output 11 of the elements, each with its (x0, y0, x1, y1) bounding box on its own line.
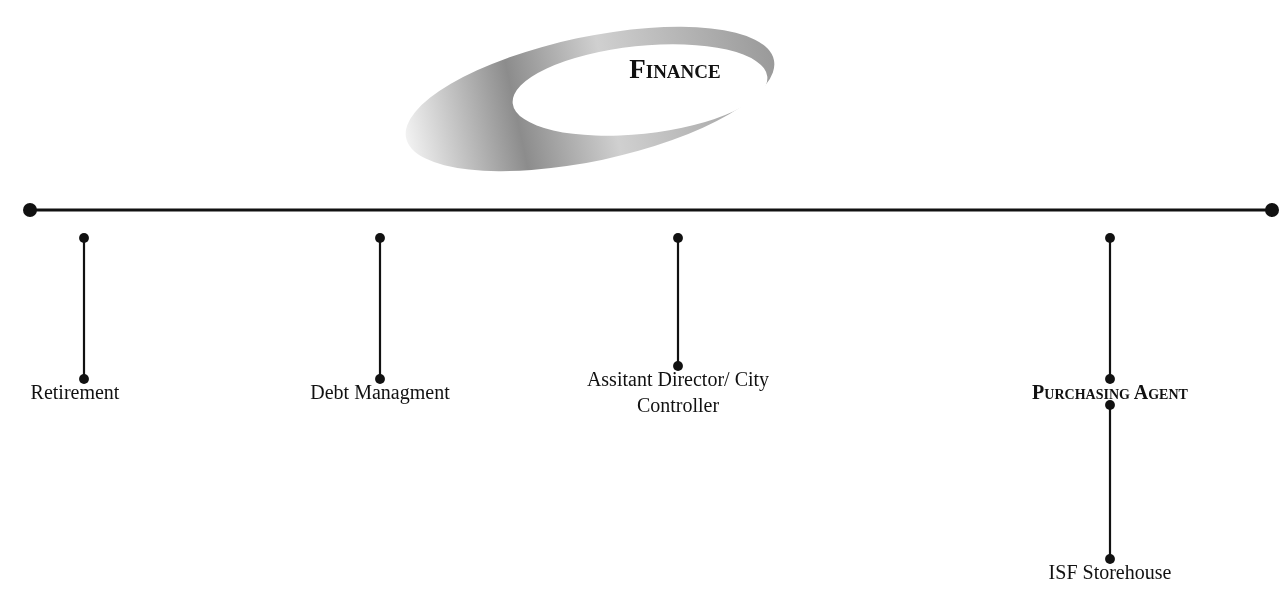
role-label: Retirement (30, 379, 120, 405)
connector-line (79, 233, 89, 384)
role-label: Debt Managment (310, 379, 450, 405)
role-label: ISF Storehouse (1048, 559, 1172, 585)
connector-line (375, 233, 385, 384)
role-label: Purchasing Agent (1032, 379, 1188, 405)
connector-line (1105, 233, 1115, 384)
connector-line (1105, 400, 1115, 564)
title-text: Finance (628, 56, 722, 82)
role-label: Assitant Director/ City Controller (583, 366, 773, 418)
connector-line (673, 233, 683, 371)
